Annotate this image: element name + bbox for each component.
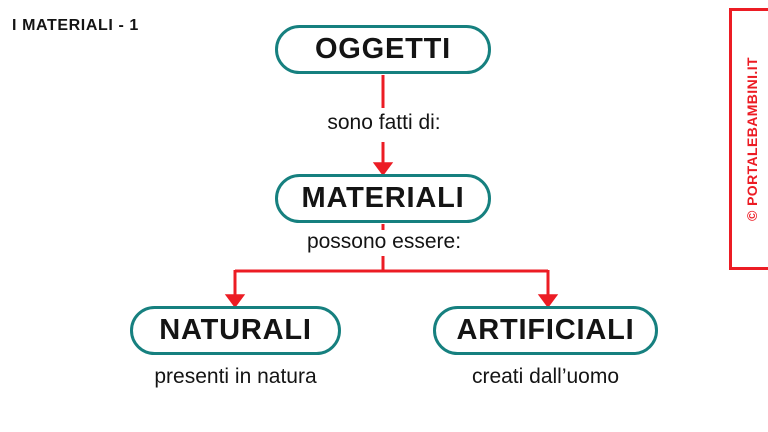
node-naturali: NATURALI [130, 306, 341, 355]
watermark-text: © PORTALEBAMBINI.IT [744, 57, 760, 221]
node-oggetti: OGGETTI [275, 25, 491, 74]
node-materiali-label: MATERIALI [301, 182, 465, 214]
node-artificiali-label: ARTIFICIALI [456, 314, 635, 346]
node-materiali: MATERIALI [275, 174, 491, 223]
watermark-box: © PORTALEBAMBINI.IT [729, 8, 768, 270]
page-title: I MATERIALI - 1 [12, 17, 139, 34]
node-artificiali: ARTIFICIALI [433, 306, 658, 355]
caption-naturali: presenti in natura [154, 365, 317, 388]
node-naturali-label: NATURALI [159, 314, 312, 346]
connector-label-sono-fatti-di: sono fatti di: [320, 111, 448, 135]
node-oggetti-label: OGGETTI [314, 33, 452, 65]
caption-artificiali: creati dall’uomo [471, 365, 620, 388]
connector-label-possono-essere: possono essere: [299, 230, 469, 254]
